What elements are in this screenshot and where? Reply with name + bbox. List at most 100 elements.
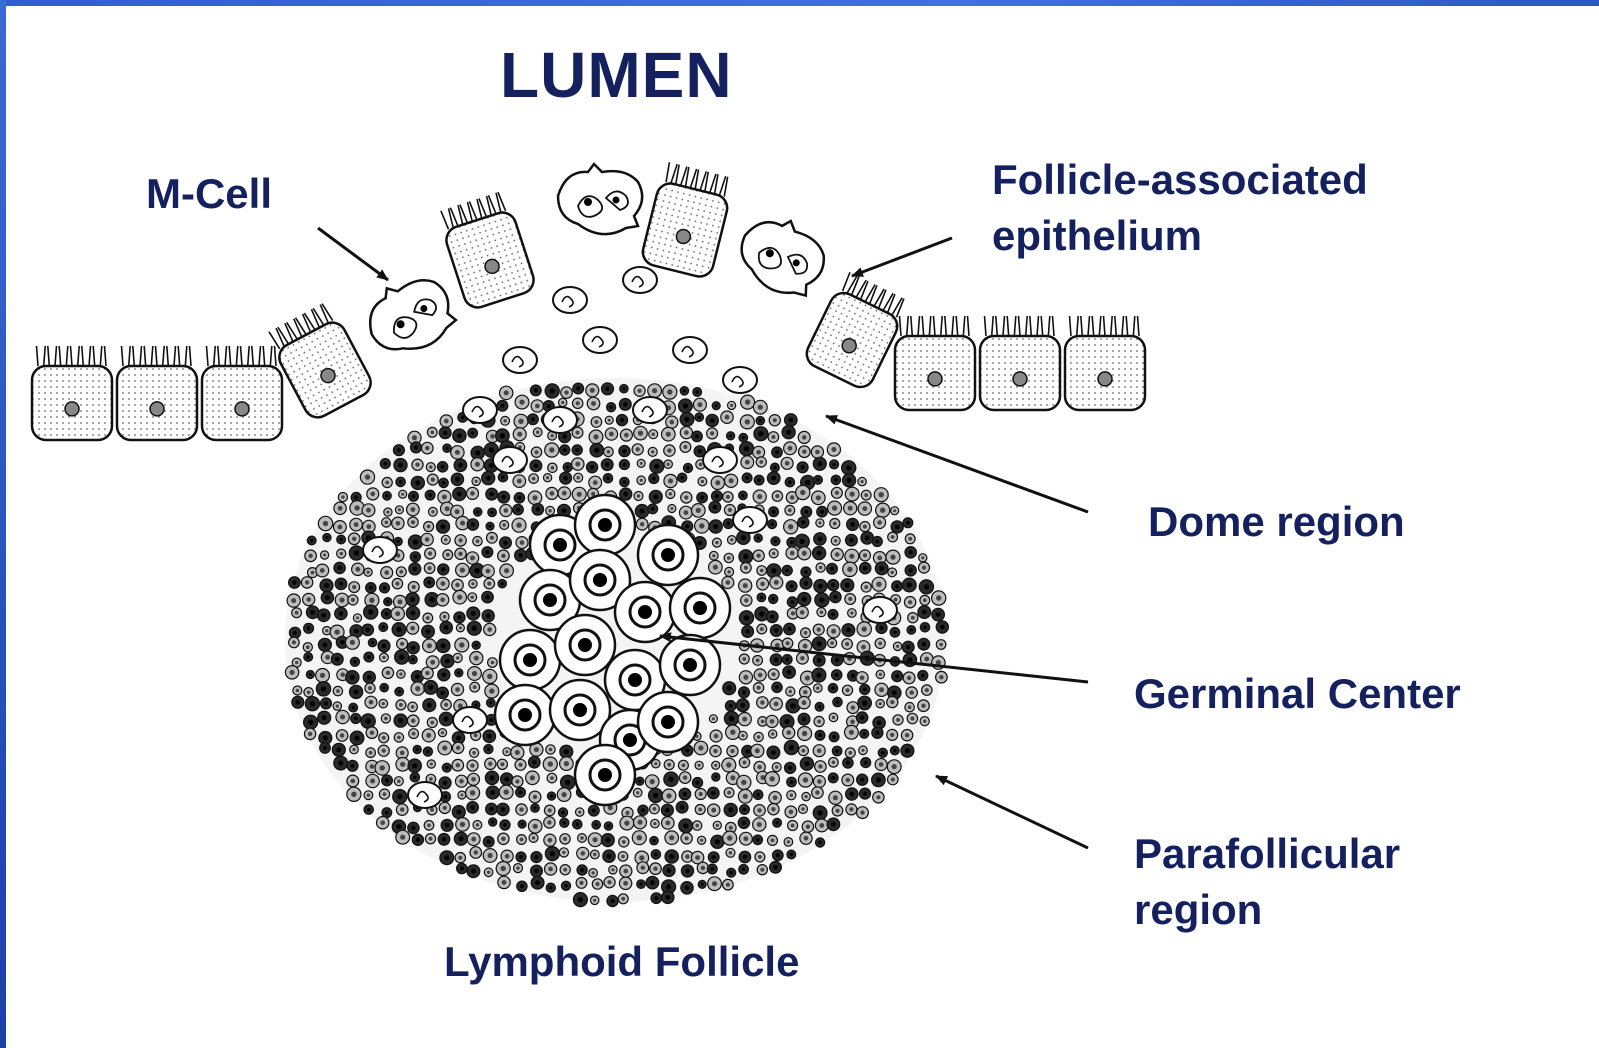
lymphocyte-nucleus	[893, 631, 897, 635]
lymphocyte-nucleus	[757, 494, 762, 499]
lymphocyte-nucleus	[741, 494, 744, 497]
lymphocyte-nucleus	[817, 748, 822, 753]
lymphocyte-nucleus	[818, 764, 822, 768]
lymphocyte-nucleus	[370, 764, 375, 769]
lymphocyte-nucleus	[791, 600, 795, 604]
enterocyte	[32, 346, 112, 440]
lymphocyte-nucleus	[500, 404, 504, 408]
germinal-cell-nucleus	[553, 538, 567, 552]
lymphocyte-nucleus	[444, 855, 449, 860]
lymphocyte-nucleus	[667, 448, 671, 452]
lymphocyte-nucleus	[369, 598, 374, 603]
lymphocyte-nucleus	[789, 810, 794, 815]
lymphocyte-nucleus	[820, 510, 824, 514]
lymphocyte-nucleus	[711, 791, 715, 795]
lymphocyte-nucleus	[801, 520, 805, 524]
lymphocyte-nucleus	[860, 810, 864, 814]
lymphocyte-nucleus	[427, 824, 431, 828]
dome-macrophage	[863, 597, 897, 623]
lymphocyte-nucleus	[517, 479, 522, 484]
lymphocyte-nucleus	[622, 449, 626, 453]
lymphocyte-nucleus	[320, 568, 325, 573]
lymphocyte-nucleus	[489, 718, 493, 722]
lymphocyte-nucleus	[596, 882, 600, 886]
lymphocyte-nucleus	[712, 554, 715, 557]
lymphocyte-nucleus	[400, 762, 405, 767]
lymphocyte-nucleus	[365, 718, 370, 723]
lymphocyte-nucleus	[396, 824, 401, 829]
lymphocyte-nucleus	[369, 586, 373, 590]
lymphocyte-nucleus	[410, 597, 415, 602]
lymphocyte-nucleus	[564, 390, 568, 394]
lymphocyte-nucleus	[695, 824, 699, 828]
lymphocyte-nucleus	[895, 674, 899, 678]
lymphocyte-nucleus	[611, 868, 614, 871]
lymphocyte-nucleus	[440, 691, 444, 695]
lymphocyte-nucleus	[382, 702, 385, 705]
lymphocyte-nucleus	[743, 761, 747, 765]
lymphocyte-nucleus	[335, 657, 340, 662]
lymphocyte-nucleus	[670, 507, 673, 510]
lymphocyte-nucleus	[426, 616, 430, 620]
lymphocyte-nucleus	[686, 466, 690, 470]
lymphocyte-nucleus	[548, 761, 553, 766]
lymphocyte-nucleus	[310, 539, 313, 542]
lymphocyte-nucleus	[685, 748, 689, 752]
lymphocyte-nucleus	[727, 835, 732, 840]
dome-macrophage	[493, 447, 527, 473]
lymphocyte-nucleus	[684, 510, 689, 515]
lymphocyte-nucleus	[669, 492, 672, 495]
lymphocyte-nucleus	[622, 840, 626, 844]
lymphocyte-nucleus	[623, 492, 628, 497]
lymphocyte-nucleus	[666, 895, 671, 900]
lymphocyte-nucleus	[695, 434, 699, 438]
lymphocyte-nucleus	[607, 880, 611, 884]
lymphocyte-nucleus	[442, 837, 446, 841]
germinal-center-label: Germinal Center	[1134, 668, 1461, 720]
lymphocyte-nucleus	[725, 415, 730, 420]
lymphocyte-nucleus	[713, 565, 718, 570]
lymphocyte-nucleus	[460, 521, 465, 526]
lymphocyte-nucleus	[457, 433, 462, 438]
lymphocyte-nucleus	[800, 656, 804, 660]
lymphocyte-nucleus	[501, 866, 506, 871]
lymphocyte-nucleus	[562, 792, 567, 797]
lymphocyte-nucleus	[472, 671, 477, 676]
lymphocyte-nucleus	[296, 700, 301, 705]
lymphocyte-nucleus	[758, 405, 763, 410]
dome-macrophage	[453, 707, 487, 733]
lymphocyte-nucleus	[367, 571, 370, 574]
lymphocyte-nucleus	[337, 566, 341, 570]
lymphocyte-nucleus	[896, 718, 900, 722]
lymphocyte-nucleus	[471, 582, 474, 585]
lymphocyte-nucleus	[460, 794, 463, 797]
lymphocyte-nucleus	[487, 582, 491, 586]
lymphocyte-nucleus	[397, 736, 401, 740]
lymphocyte-nucleus	[550, 434, 553, 437]
lymphocyte-nucleus	[726, 762, 731, 767]
dome-macrophage	[503, 347, 537, 373]
lymphocyte-nucleus	[788, 418, 793, 423]
lymphocyte-nucleus	[924, 657, 929, 662]
lymphocyte-nucleus	[355, 567, 360, 572]
lymphocyte-nucleus	[641, 808, 645, 812]
lymphocyte-nucleus	[745, 629, 749, 633]
lymphocyte-nucleus	[444, 716, 449, 721]
lymphocyte-nucleus	[665, 821, 670, 826]
lymphocyte-nucleus	[893, 509, 896, 512]
lymphocyte-nucleus	[323, 554, 326, 557]
enterocyte-nucleus	[65, 402, 79, 416]
lymphocyte-nucleus	[413, 555, 417, 559]
lymphocyte-nucleus	[924, 584, 929, 589]
lymphocyte-nucleus	[911, 616, 915, 620]
germinal-cell-nucleus	[573, 703, 587, 717]
lymphocyte-nucleus	[380, 820, 385, 825]
lymphocyte-nucleus	[620, 418, 624, 422]
lymphocyte-nucleus	[383, 686, 386, 689]
lymphocyte-nucleus	[701, 480, 704, 483]
lymphocyte-nucleus	[758, 855, 762, 859]
lymphocyte-nucleus	[581, 851, 586, 856]
lymphocyte-nucleus	[368, 686, 372, 690]
lymphocyte-nucleus	[546, 476, 549, 479]
lymphocyte-nucleus	[759, 611, 764, 616]
